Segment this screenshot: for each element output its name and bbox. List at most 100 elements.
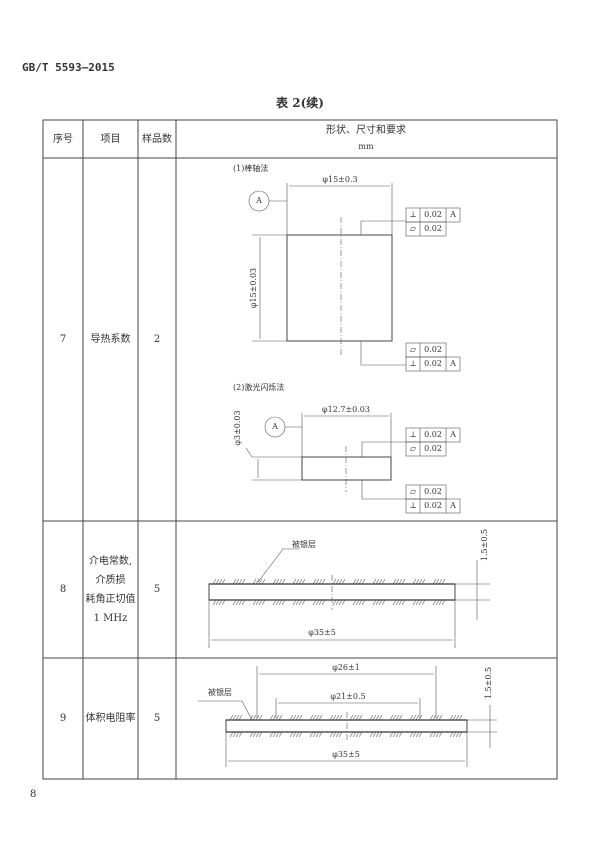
hatch-mark <box>292 578 297 585</box>
method1-width: φ15±0.3 <box>322 175 358 184</box>
hatch-mark <box>235 599 240 606</box>
hatch-mark <box>415 599 420 606</box>
hatch-mark <box>238 731 243 738</box>
row9-thickness: 1.5±0.5 <box>484 666 493 700</box>
hatch-mark <box>338 578 343 585</box>
hatch-mark <box>235 714 240 721</box>
hatch-mark <box>372 578 377 585</box>
hatch-mark <box>375 731 380 738</box>
hatch-mark <box>315 599 320 606</box>
hatch-mark <box>389 714 394 721</box>
hatch-mark <box>278 578 283 585</box>
row7-item: 导热系数 <box>90 334 131 345</box>
hatch-mark <box>361 599 366 606</box>
hatch-mark <box>389 731 394 738</box>
col-header-no: 序号 <box>53 133 73 145</box>
row7-samples: 2 <box>153 334 161 345</box>
row9-samples: 5 <box>153 713 161 724</box>
hatch-mark <box>458 714 463 721</box>
hatch-mark <box>295 599 300 606</box>
hatch-mark <box>338 714 343 721</box>
hatch-mark <box>258 578 263 585</box>
hatch-mark <box>335 731 340 738</box>
tolerance-value: 0.02 <box>424 224 442 233</box>
hatch-mark <box>281 578 286 585</box>
page-number: 8 <box>30 789 37 800</box>
tolerance-datum: A <box>450 359 456 368</box>
hatch-mark <box>221 578 226 585</box>
perpendicularity-icon: ⊥ <box>409 501 417 510</box>
hatch-mark <box>392 714 397 721</box>
hatch-mark <box>378 731 383 738</box>
hatch-mark <box>301 599 306 606</box>
hatch-mark <box>289 714 294 721</box>
hatch-mark <box>355 578 360 585</box>
hatch-mark <box>395 714 400 721</box>
hatch-mark <box>275 731 280 738</box>
hatch-mark <box>458 731 463 738</box>
hatch-mark <box>358 599 363 606</box>
hatch-mark <box>409 714 414 721</box>
hatch-mark <box>241 599 246 606</box>
hatch-mark <box>292 599 297 606</box>
hatch-mark <box>315 731 320 738</box>
method1-datum: A <box>256 196 262 205</box>
hatch-mark <box>432 599 437 606</box>
hatch-mark <box>252 599 257 606</box>
row8-item-line: 介电常数, <box>88 555 133 567</box>
hatch-mark <box>412 599 417 606</box>
hatch-mark <box>261 578 266 585</box>
hatch-mark <box>258 599 263 606</box>
hatch-mark <box>292 731 297 738</box>
hatch-mark <box>241 578 246 585</box>
hatch-mark <box>269 714 274 721</box>
hatch-mark <box>372 599 377 606</box>
hatch-mark <box>298 599 303 606</box>
hatch-mark <box>295 578 300 585</box>
hatch-mark <box>318 599 323 606</box>
hatch-mark <box>352 714 357 721</box>
hatch-mark <box>278 599 283 606</box>
hatch-mark <box>321 599 326 606</box>
hatch-mark <box>229 714 234 721</box>
hatch-mark <box>358 731 363 738</box>
hatch-mark <box>221 599 226 606</box>
drawing-resistivity-sample <box>198 666 497 767</box>
hatch-mark <box>412 578 417 585</box>
row8-samples: 5 <box>153 584 161 595</box>
tolerance-value: 0.02 <box>424 430 442 439</box>
hatch-mark <box>269 731 274 738</box>
hatch-mark <box>235 578 240 585</box>
hatch-mark <box>392 731 397 738</box>
method2-datum: A <box>272 422 278 431</box>
hatch-mark <box>418 578 423 585</box>
hatch-mark <box>375 578 380 585</box>
method2-width: φ12.7±0.03 <box>322 405 370 414</box>
row9-layer-label: 被银层 <box>208 688 232 697</box>
tolerance-datum: A <box>450 430 456 439</box>
hatch-mark <box>398 578 403 585</box>
hatch-mark <box>318 714 323 721</box>
method1-height: φ15±0.03 <box>249 267 258 309</box>
hatch-mark <box>229 731 234 738</box>
tolerance-value: 0.02 <box>424 444 442 453</box>
row8-no: 8 <box>59 584 67 595</box>
hatch-mark <box>438 731 443 738</box>
row8-item-line: 耗角正切值 <box>85 593 136 605</box>
row7-no: 7 <box>59 334 67 345</box>
hatch-mark <box>329 731 334 738</box>
hatch-mark <box>295 714 300 721</box>
tolerance-value: 0.02 <box>424 359 442 368</box>
tolerance-value: 0.02 <box>424 501 442 510</box>
hatch-mark <box>341 599 346 606</box>
hatch-mark <box>252 731 257 738</box>
hatch-mark <box>349 731 354 738</box>
hatch-mark <box>418 714 423 721</box>
hatch-mark <box>369 731 374 738</box>
method1-label: (1)棒轴法 <box>233 164 269 173</box>
hatch-mark <box>275 714 280 721</box>
hatch-mark <box>312 599 317 606</box>
hatch-mark <box>232 714 237 721</box>
hatch-mark <box>235 731 240 738</box>
